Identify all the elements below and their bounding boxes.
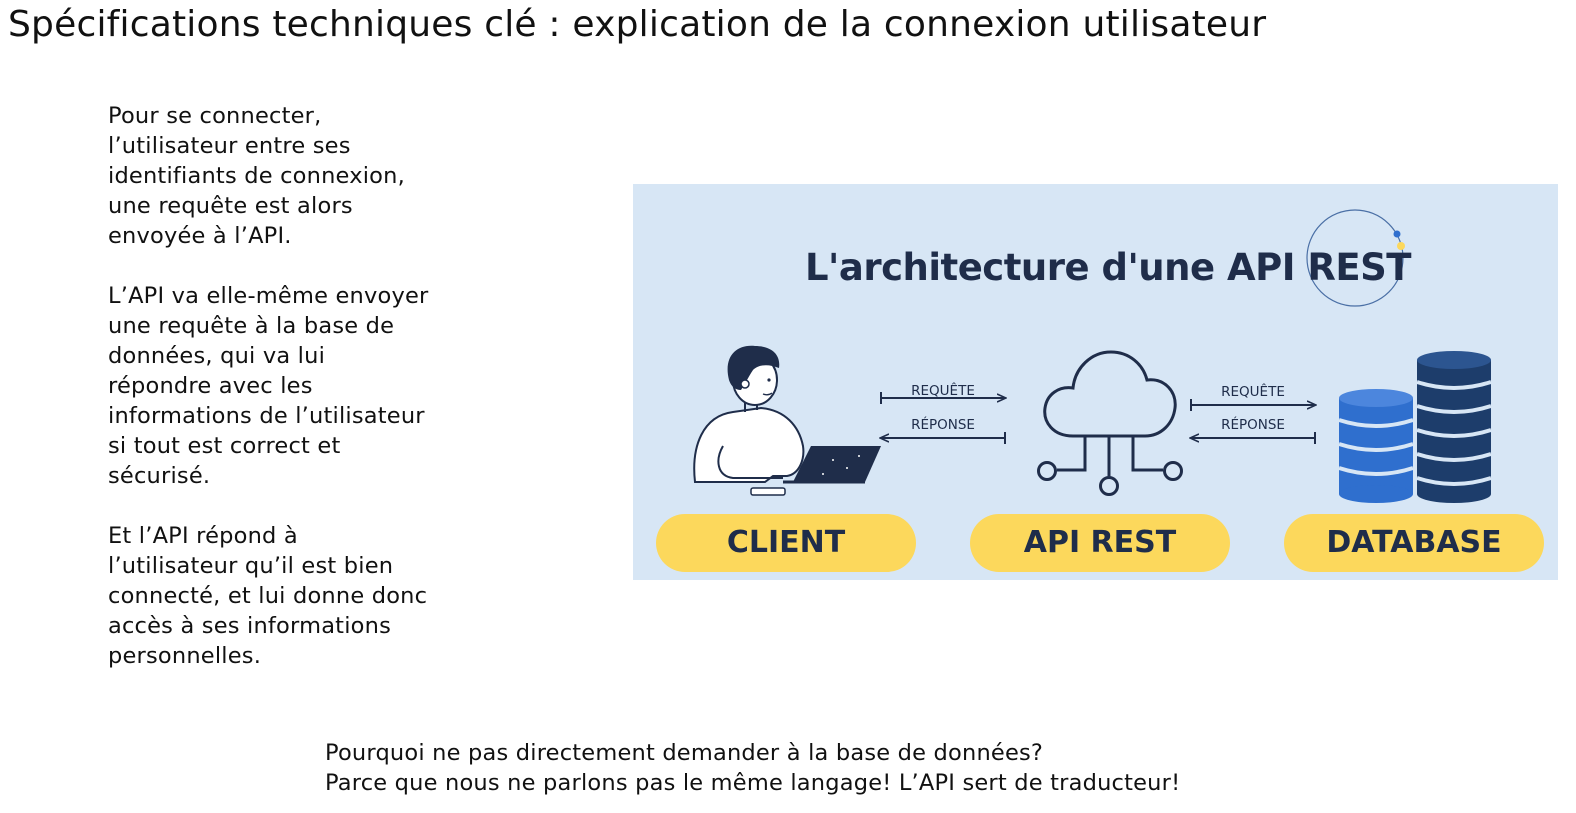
orbit-decoration-icon (1306, 209, 1405, 307)
arrow-label-request-left: REQUÊTE (911, 383, 975, 399)
text-line: envoyée à l’API. (108, 223, 292, 249)
text-line: l’utilisateur entre ses (108, 133, 351, 159)
text-line: une requête est alors (108, 193, 353, 219)
bottom-question: Pourquoi ne pas directement demander à l… (325, 740, 1044, 766)
text-line: données, qui va lui (108, 343, 326, 369)
arrow-label-request-right: REQUÊTE (1221, 384, 1285, 400)
diagram-graphics (693, 209, 1492, 503)
explanation-text: Pour se connecter, l’utilisateur entre s… (108, 101, 473, 671)
paragraph-response: Et l’API répond à l’utilisateur qu’il es… (108, 521, 473, 671)
text-line: une requête à la base de (108, 313, 395, 339)
database-label-pill: DATABASE (1284, 514, 1544, 572)
paragraph-login: Pour se connecter, l’utilisateur entre s… (108, 101, 473, 251)
client-label-pill: CLIENT (656, 514, 916, 572)
api-database-arrows (1191, 399, 1315, 444)
bottom-note: Pourquoi ne pas directement demander à l… (325, 738, 1180, 798)
text-line: personnelles. (108, 643, 262, 669)
api-rest-diagram: L'architecture d'une API REST REQUÊTE RÉ… (633, 184, 1558, 580)
database-stack-icon (1338, 351, 1492, 503)
arrow-label-response-left: RÉPONSE (911, 417, 975, 433)
cloud-network-icon (1037, 350, 1183, 496)
text-line: répondre avec les (108, 373, 313, 399)
text-line: connecté, et lui donne donc (108, 583, 428, 609)
text-line: l’utilisateur qu’il est bien (108, 553, 394, 579)
text-line: Et l’API répond à (108, 523, 298, 549)
text-line: si tout est correct et (108, 433, 341, 459)
text-line: identifiants de connexion, (108, 163, 405, 189)
text-line: accès à ses informations (108, 613, 392, 639)
paragraph-api-db: L’API va elle-même envoyer une requête à… (108, 281, 473, 491)
text-line: Pour se connecter, (108, 103, 322, 129)
text-line: L’API va elle-même envoyer (108, 283, 429, 309)
page-title: Spécifications techniques clé : explicat… (8, 4, 1267, 45)
arrow-label-response-right: RÉPONSE (1221, 417, 1285, 433)
bottom-answer: Parce que nous ne parlons pas le même la… (325, 770, 1181, 796)
diagram-title: L'architecture d'une API REST (804, 246, 1412, 289)
person-with-laptop-icon (693, 345, 881, 496)
client-api-arrows (881, 392, 1005, 444)
api-rest-label-pill: API REST (970, 514, 1230, 572)
text-line: informations de l’utilisateur (108, 403, 425, 429)
text-line: sécurisé. (108, 463, 211, 489)
